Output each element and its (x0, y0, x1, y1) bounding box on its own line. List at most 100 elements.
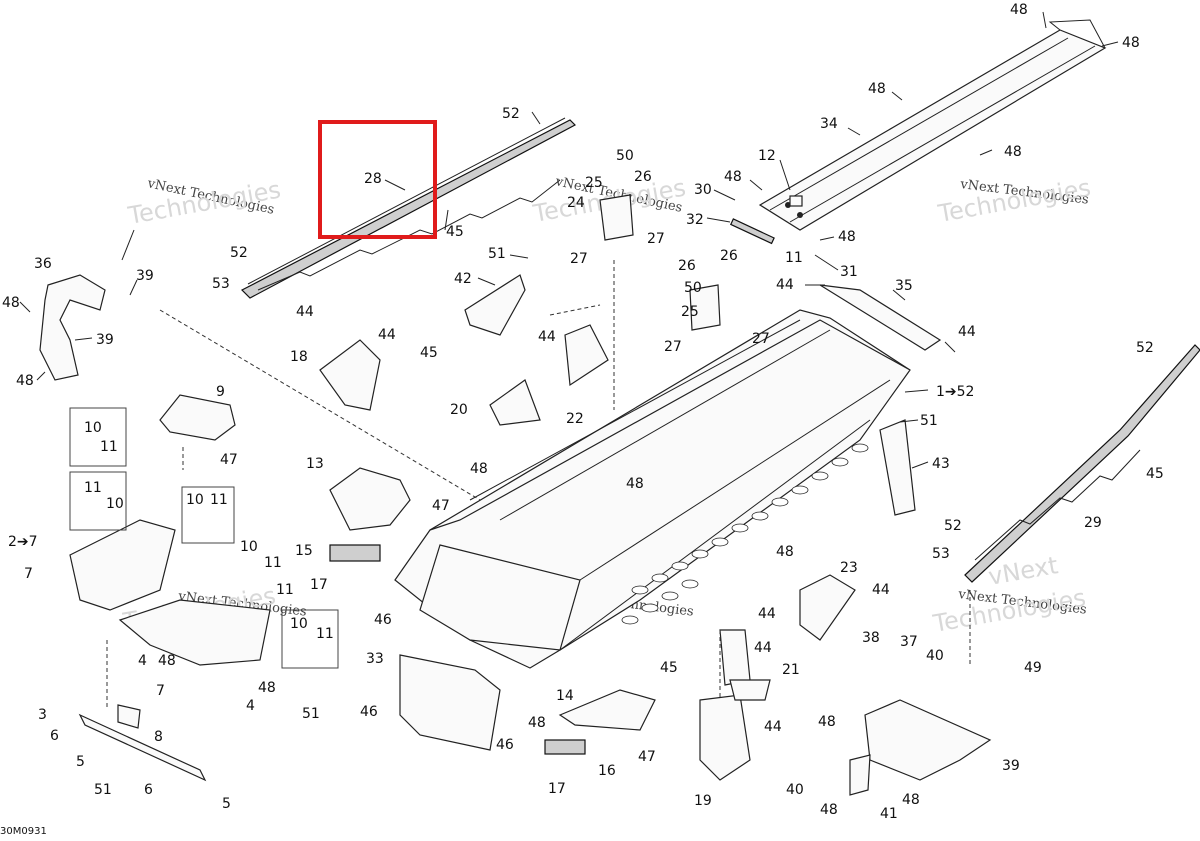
callout: 48 (470, 461, 488, 477)
callout: 41 (880, 806, 898, 822)
svg-text:Technologies: Technologies (930, 584, 1088, 639)
callout: 24 (567, 195, 585, 211)
callout: 17 (548, 781, 566, 797)
callout: 44 (378, 327, 396, 343)
callout: 48 (776, 544, 794, 560)
callout: 48 (1004, 144, 1022, 160)
callout: 39 (96, 332, 114, 348)
callout: 14 (556, 688, 574, 704)
callout: 53 (932, 546, 950, 562)
callout: 52 (230, 245, 248, 261)
callout: 47 (220, 452, 238, 468)
watermark-left: vNext Technologies Technologies (125, 176, 283, 231)
callout: 11 (210, 492, 228, 508)
callout: 21 (782, 662, 800, 678)
callout: 27 (570, 251, 588, 267)
callout: 10 (240, 539, 258, 555)
callout: 26 (720, 248, 738, 264)
callout: 5 (76, 754, 85, 770)
callout: 44 (872, 582, 890, 598)
callout: 6 (144, 782, 153, 798)
callout: 11 (316, 626, 334, 642)
hardware-boxes (69, 407, 339, 669)
callout: 48 (2, 295, 20, 311)
callout: 36 (34, 256, 52, 272)
callout: 48 (838, 229, 856, 245)
svg-text:Technologies: Technologies (935, 174, 1093, 229)
callout: 53 (212, 276, 230, 292)
callout: 45 (446, 224, 464, 240)
callout: 35 (895, 278, 913, 294)
callout: 46 (360, 704, 378, 720)
callout: 11 (276, 582, 294, 598)
callout: 48 (626, 476, 644, 492)
callout: 4 (138, 653, 147, 669)
callout: 27 (647, 231, 665, 247)
small-parts (39, 194, 992, 796)
callout: 4 (246, 698, 255, 714)
callout: 22 (566, 411, 584, 427)
callout: 51 (488, 246, 506, 262)
callout: 48 (868, 81, 886, 97)
callout: 48 (528, 715, 546, 731)
callout: 25 (585, 175, 603, 191)
callout: 1➔52 (936, 384, 974, 400)
callout: 45 (1146, 466, 1164, 482)
callout: 48 (818, 714, 836, 730)
callout: 48 (724, 169, 742, 185)
callout: 51 (302, 706, 320, 722)
callout: 10 (106, 496, 124, 512)
callout: 30 (694, 182, 712, 198)
callout: 47 (432, 498, 450, 514)
callout: 17 (310, 577, 328, 593)
callout: 51 (94, 782, 112, 798)
callout: 44 (764, 719, 782, 735)
callout: 18 (290, 349, 308, 365)
callout: 39 (1002, 758, 1020, 774)
callout: 40 (926, 648, 944, 664)
callout: 7 (24, 566, 33, 582)
callout: 48 (1010, 2, 1028, 18)
highlight-box-part-28 (318, 120, 437, 239)
callout-labels: 48 48 48 34 48 12 48 30 32 11 48 31 52 2… (2, 2, 1164, 822)
callout: 3 (38, 707, 47, 723)
callout: 46 (374, 612, 392, 628)
callout: 23 (840, 560, 858, 576)
callout: 5 (222, 796, 231, 812)
callout: 43 (932, 456, 950, 472)
callout: 15 (295, 543, 313, 559)
callout: 48 (16, 373, 34, 389)
callout: 37 (900, 634, 918, 650)
callout: 27 (664, 339, 682, 355)
callout: 33 (366, 651, 384, 667)
callout: 46 (496, 737, 514, 753)
callout: 49 (1024, 660, 1042, 676)
callout: 48 (1122, 35, 1140, 51)
callout: 50 (616, 148, 634, 164)
callout: 38 (862, 630, 880, 646)
callout: 28 (364, 171, 382, 187)
callout: 20 (450, 402, 468, 418)
callout: 48 (158, 653, 176, 669)
callout: 44 (754, 640, 772, 656)
callout: 48 (902, 792, 920, 808)
callout: 52 (944, 518, 962, 534)
watermark-right: vNext Technologies Technologies (935, 174, 1093, 229)
callout: 9 (216, 384, 225, 400)
leader-lines (19, 11, 1119, 710)
callout: 8 (154, 729, 163, 745)
watermark-lower-right: vNext vNext Technologies Technologies (930, 551, 1088, 638)
callout: 48 (820, 802, 838, 818)
callout: 10 (186, 492, 204, 508)
callout: 19 (694, 793, 712, 809)
callout: 44 (758, 606, 776, 622)
callout: 48 (258, 680, 276, 696)
callout: 45 (660, 660, 678, 676)
strip-28 (240, 117, 576, 299)
callout: 2➔7 (8, 534, 38, 550)
tunnel-vent-holes (621, 443, 869, 625)
callout: 11 (100, 439, 118, 455)
callout: 34 (820, 116, 838, 132)
